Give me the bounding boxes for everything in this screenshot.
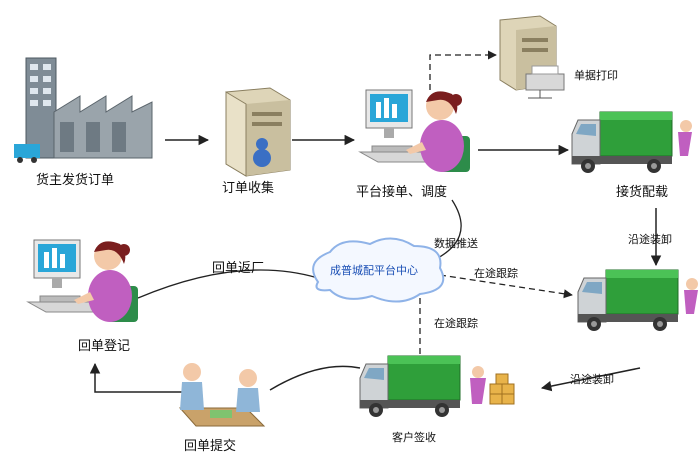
platform-worker-icon (359, 89, 471, 173)
shipper-factory-icon (14, 57, 153, 163)
print-server-icon (499, 15, 565, 99)
center-cloud (312, 237, 445, 303)
pickup-truck-icon (571, 111, 692, 174)
label-receipt-submit: 回单提交 (184, 439, 237, 454)
receipt-submit-icon (178, 363, 266, 427)
boxes-worker-icon (470, 366, 515, 405)
edge-customer-to-submit (269, 365, 361, 391)
label-shipper-order: 货主发货订单 (36, 173, 115, 188)
order-server-icon (225, 87, 291, 177)
label-data-push: 数据推送 (434, 237, 478, 250)
edge-submit-to-register (89, 362, 185, 393)
edge-platform-to-print (429, 50, 497, 90)
label-receipt-return: 回单返厂 (212, 261, 265, 276)
edge-center-to-truck2-dashed (439, 274, 573, 299)
label-load-unload-2: 沿途装卸 (570, 373, 614, 386)
label-customer-sign: 客户签收 (392, 431, 436, 444)
label-load-unload-1: 沿途装卸 (628, 233, 672, 246)
label-platform-dispatch: 平台接单、调度 (356, 185, 448, 200)
label-platform-center: 成普城配平台中心 (330, 264, 418, 277)
label-order-collect: 订单收集 (222, 181, 275, 196)
edge-center-to-register (137, 269, 319, 299)
label-document-print: 单据打印 (574, 69, 618, 82)
label-tracking-2: 在途跟踪 (434, 317, 478, 330)
label-tracking-1: 在途跟踪 (474, 267, 518, 280)
label-receipt-register: 回单登记 (78, 339, 131, 354)
label-pickup-loading: 接货配载 (616, 185, 669, 200)
register-worker-icon (27, 239, 139, 323)
customer-truck-icon (359, 355, 461, 418)
edge-truck2-to-customer (540, 367, 641, 392)
transit-truck-icon (577, 269, 698, 332)
